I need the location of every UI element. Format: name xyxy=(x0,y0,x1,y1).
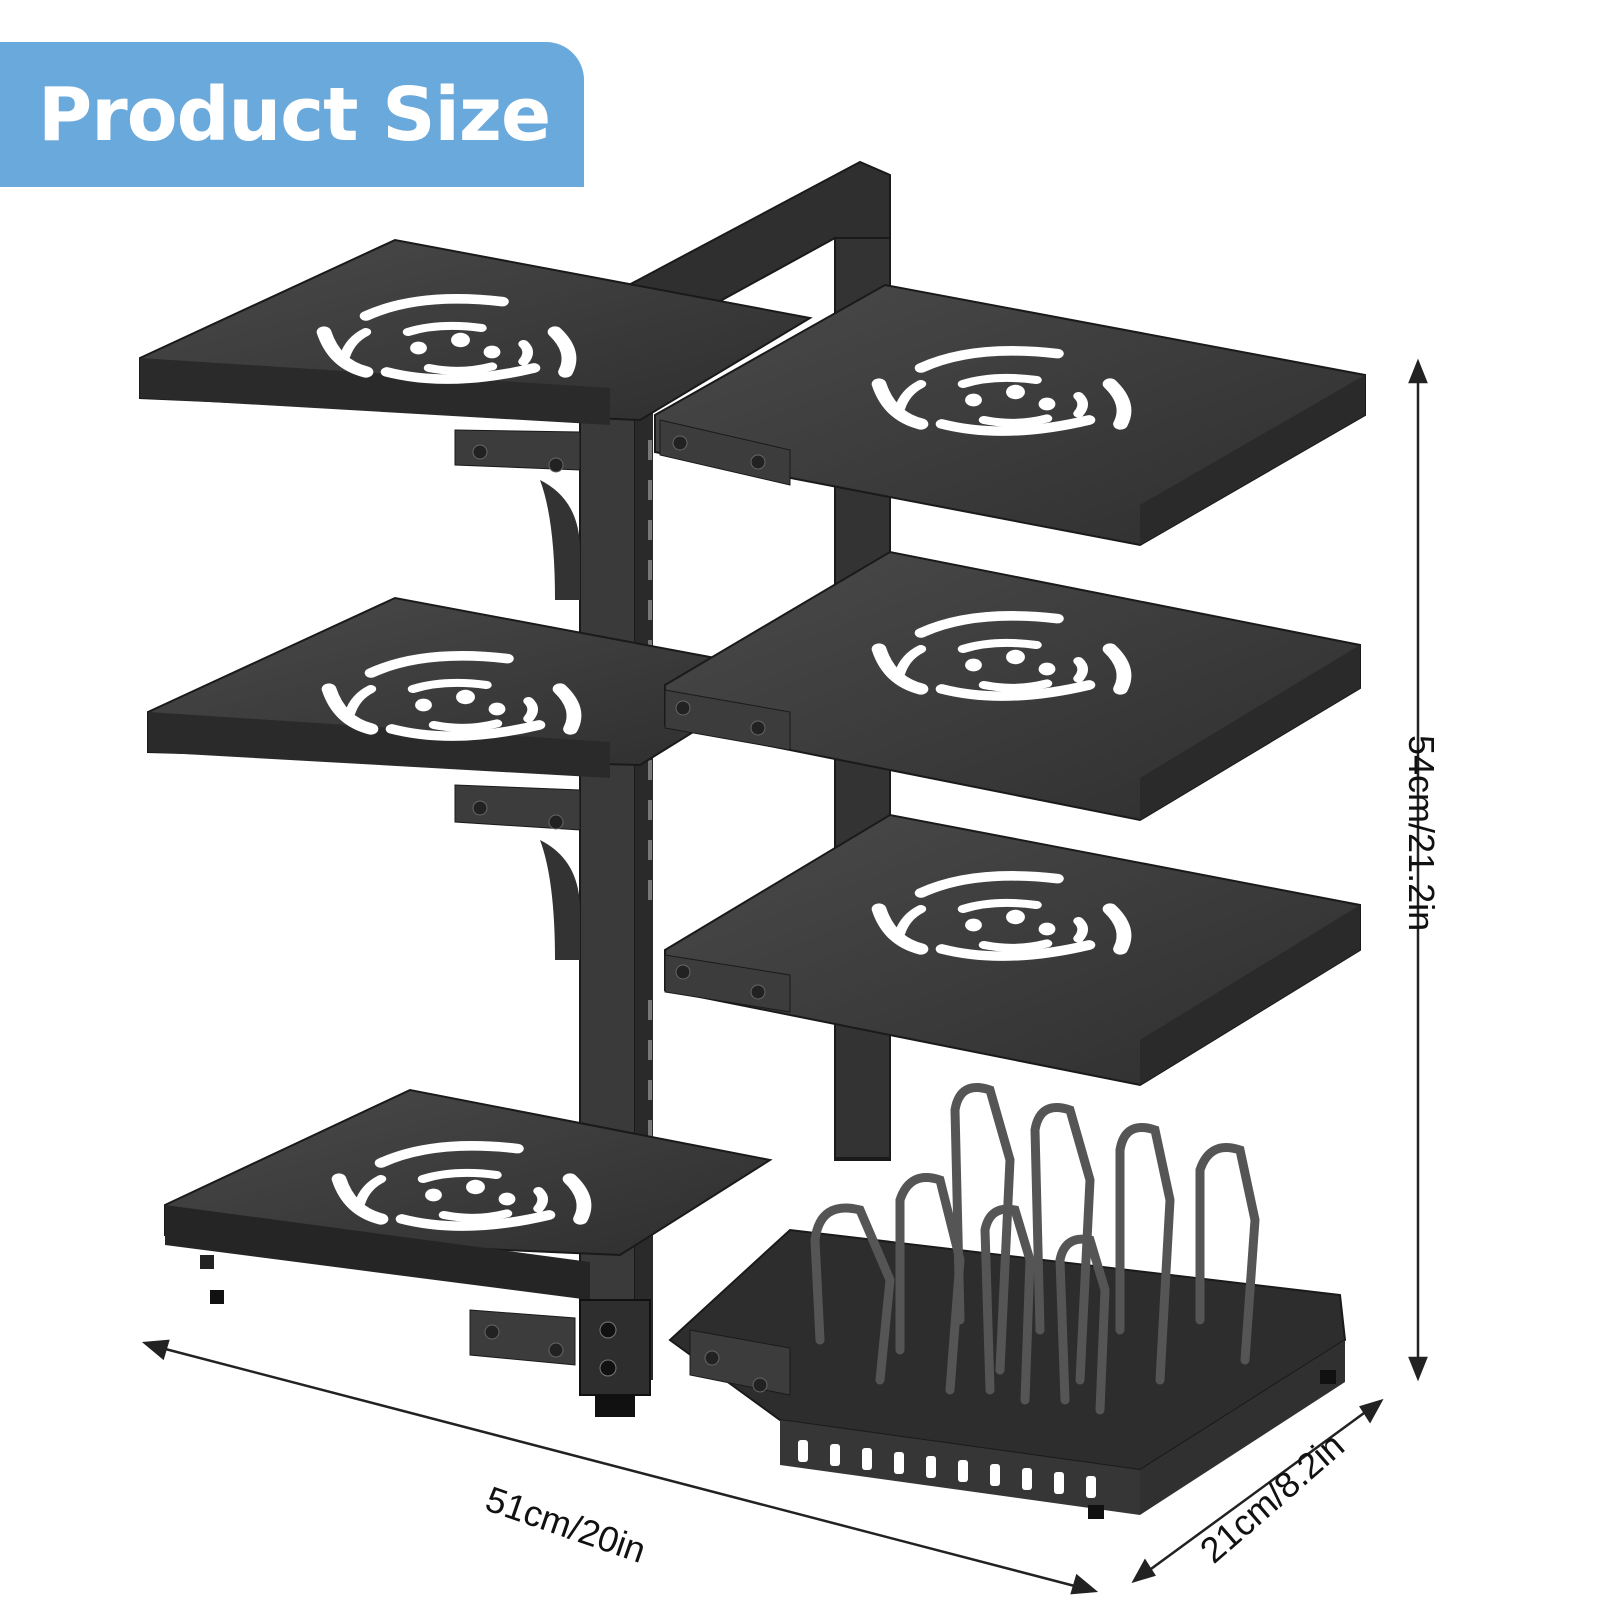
shelf-left-top xyxy=(139,238,813,600)
page-title: Product Size xyxy=(38,71,551,158)
shelf-left-bottom xyxy=(164,1088,773,1300)
title-badge: Product Size xyxy=(0,42,584,187)
base-bracket xyxy=(210,1290,651,1417)
shelf-right-middle xyxy=(664,550,1361,822)
shelf-left-middle xyxy=(147,596,793,960)
shelf-right-top xyxy=(654,283,1366,547)
height-dimension-arrow xyxy=(1408,358,1428,1382)
pan-organizer-basket xyxy=(668,1083,1347,1519)
height-dimension-label: 54cm/21.2in xyxy=(1401,735,1442,932)
depth-dimension-arrow xyxy=(1131,1398,1384,1584)
width-dimension-arrow xyxy=(141,1339,1099,1595)
shelf-right-lower xyxy=(664,813,1361,1087)
